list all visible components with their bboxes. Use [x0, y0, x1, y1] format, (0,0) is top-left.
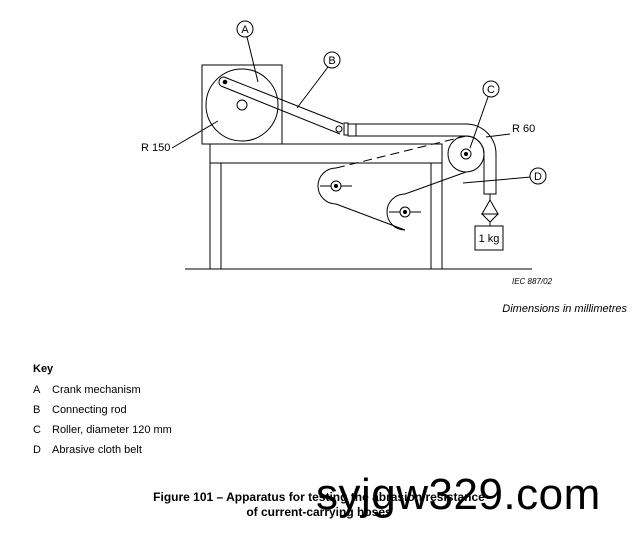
roller-lower-right — [386, 193, 421, 231]
key-text: Roller, diameter 120 mm — [52, 424, 172, 436]
roller-upper — [447, 135, 485, 173]
apparatus-diagram: 1 kg A B C D R 150 R 60 — [141, 20, 547, 270]
key-text: Abrasive cloth belt — [52, 444, 142, 456]
caption-line-2: of current-carrying hoses — [246, 505, 392, 519]
key-item-b: B Connecting rod — [33, 404, 172, 424]
key-letter: A — [33, 384, 41, 396]
key-letter: D — [33, 444, 41, 456]
svg-text:C: C — [487, 84, 495, 96]
callout-b: B — [323, 51, 341, 69]
callout-a: A — [236, 20, 254, 38]
watermark: syjgw329.com — [316, 470, 601, 519]
key-text: Crank mechanism — [52, 384, 141, 396]
dimension-r150: R 150 — [141, 142, 170, 154]
svg-text:B: B — [328, 55, 335, 67]
leader-lines — [171, 36, 532, 184]
crank-centre — [236, 99, 248, 111]
key-letter: C — [33, 424, 41, 436]
svg-text:A: A — [241, 24, 249, 36]
caption-line-1: Figure 101 – Apparatus for testing the a… — [153, 490, 485, 504]
key-item-d: D Abrasive cloth belt — [33, 444, 172, 464]
dimension-r60: R 60 — [512, 123, 535, 135]
figure-caption: Figure 101 – Apparatus for testing the a… — [0, 490, 638, 520]
key-text: Connecting rod — [52, 404, 127, 416]
key-title: Key — [33, 363, 54, 375]
key-list: A Crank mechanism B Connecting rod C Roller… — [33, 384, 172, 464]
key-item-c: C Roller, diameter 120 mm — [33, 424, 172, 444]
table-top — [209, 143, 443, 164]
weight-block — [474, 225, 504, 251]
callout-d: D — [529, 167, 547, 185]
weight-label: 1 kg — [479, 233, 500, 245]
svg-text:D: D — [534, 171, 542, 183]
key-item-a: A Crank mechanism — [33, 384, 172, 404]
key-letter: B — [33, 404, 41, 416]
weight-assembly — [474, 194, 504, 251]
units-note: Dimensions in millimetres — [502, 303, 627, 315]
iec-reference: IEC 887/02 — [512, 277, 553, 286]
roller-lower-left — [317, 167, 352, 205]
callout-c: C — [482, 80, 500, 98]
